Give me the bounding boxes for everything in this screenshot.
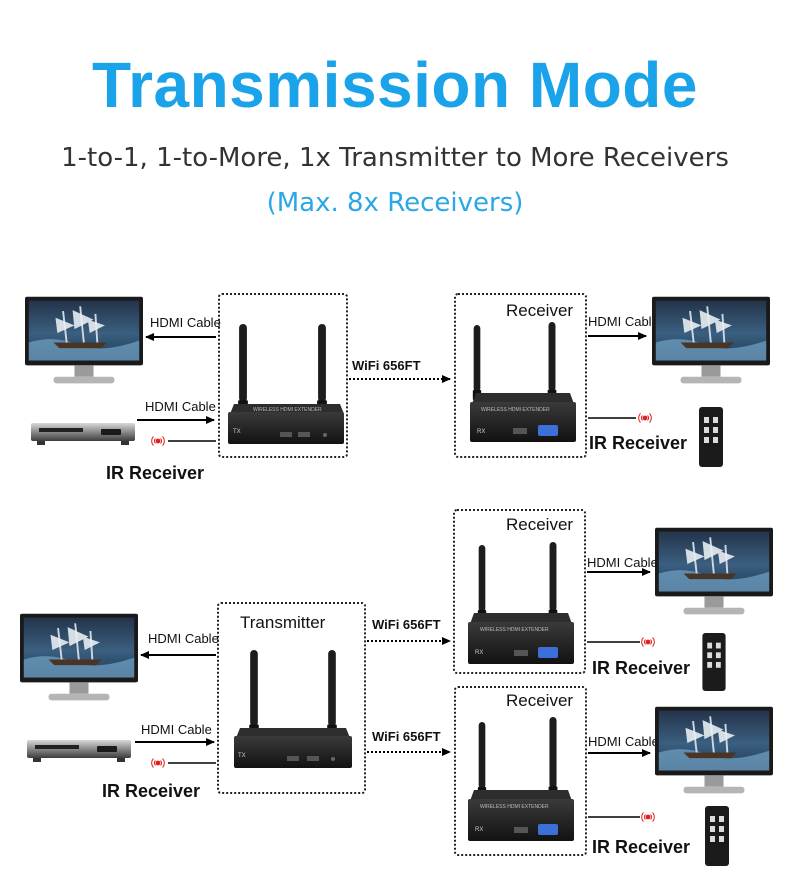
antenna-icon [317, 324, 327, 412]
ir-signal-icon [641, 812, 655, 822]
hdmi-in-label: HDMI Cable [145, 399, 216, 414]
receiver-1-monitor [655, 527, 773, 616]
hdmi-in-label: HDMI Cable [141, 722, 212, 737]
wifi-range-label-2: WiFi 656FT [372, 729, 441, 744]
antenna-icon [548, 542, 558, 620]
rx-mark: RX [477, 429, 485, 435]
receiver-device-2: WIRELESS HDMI EXTENDER RX [468, 717, 574, 841]
receiver-device: WIRELESS HDMI EXTENDER RX [470, 322, 576, 442]
wifi-range-label: WiFi 656FT [352, 358, 421, 373]
receiver-title: Receiver [506, 301, 573, 320]
device-panel-text: WIRELESS HDMI EXTENDER [253, 407, 322, 413]
wifi-range-label-1: WiFi 656FT [372, 617, 441, 632]
antenna-icon [249, 650, 259, 736]
remote-control-icon [702, 633, 726, 691]
ir-signal-icon [641, 637, 655, 647]
receiver-box [454, 293, 587, 458]
transmitter-box [218, 293, 348, 458]
antenna-icon [547, 322, 557, 400]
page-subtitle: 1-to-1, 1-to-More, 1x Transmitter to Mor… [61, 143, 729, 173]
hdmi-out-label: HDMI Cable [148, 631, 219, 646]
hdmi-out-label: HDMI Cable [150, 315, 221, 330]
receiver-1-hdmi-label: HDMI Cable [587, 555, 658, 570]
antenna-icon [238, 324, 248, 412]
tx-side-monitor [20, 613, 138, 702]
page-title: Transmission Mode [92, 49, 698, 121]
receiver-2-ir-label: IR Receiver [592, 837, 690, 857]
dvd-player-icon [27, 740, 131, 762]
ir-signal-icon [151, 436, 165, 446]
ir-signal-icon [151, 758, 165, 768]
transmitter-device: TX [234, 650, 352, 768]
rx-mark: RX [475, 650, 483, 656]
ir-signal-icon [638, 413, 652, 423]
transmitter-device: WIRELESS HDMI EXTENDER TX [228, 324, 344, 444]
rx-side-monitor [652, 296, 770, 385]
receiver-2-title: Receiver [506, 691, 573, 710]
antenna-icon [477, 545, 487, 620]
receiver-2-monitor [655, 706, 773, 795]
antenna-icon [472, 325, 482, 400]
max-receivers-note: (Max. 8x Receivers) [266, 188, 524, 218]
device-panel-text: WIRELESS HDMI EXTENDER [480, 627, 549, 633]
antenna-icon [477, 722, 487, 797]
remote-control-icon [705, 806, 729, 866]
transmitter-box [217, 602, 366, 794]
tx-mark: TX [238, 753, 246, 759]
tx-mark: TX [233, 429, 241, 435]
remote-control-icon [699, 407, 723, 467]
antenna-icon [548, 717, 558, 797]
device-panel-text: WIRELESS HDMI EXTENDER [481, 407, 550, 413]
receiver-2-hdmi-label: HDMI Cable [588, 734, 659, 749]
antenna-icon [327, 650, 337, 736]
receiver-1-ir-label: IR Receiver [592, 658, 690, 678]
top-scenario: HDMI Cable HDMI Cable IR Receiver WIRELE… [25, 293, 770, 483]
rx-ir-receiver-label: IR Receiver [589, 433, 687, 453]
tx-ir-receiver-label: IR Receiver [106, 463, 204, 483]
rx-hdmi-label: HDMI Cable [588, 314, 659, 329]
receiver-1-title: Receiver [506, 515, 573, 534]
device-panel-text: WIRELESS HDMI EXTENDER [480, 804, 549, 810]
tx-side-monitor [25, 296, 143, 385]
bottom-scenario: HDMI Cable HDMI Cable IR Receiver Transm… [20, 509, 773, 866]
receiver-box-1 [453, 509, 586, 674]
transmitter-title: Transmitter [240, 613, 326, 632]
tx-ir-receiver-label: IR Receiver [102, 781, 200, 801]
rx-mark: RX [475, 827, 483, 833]
dvd-player-icon [31, 423, 135, 445]
receiver-device-1: WIRELESS HDMI EXTENDER RX [468, 542, 574, 664]
